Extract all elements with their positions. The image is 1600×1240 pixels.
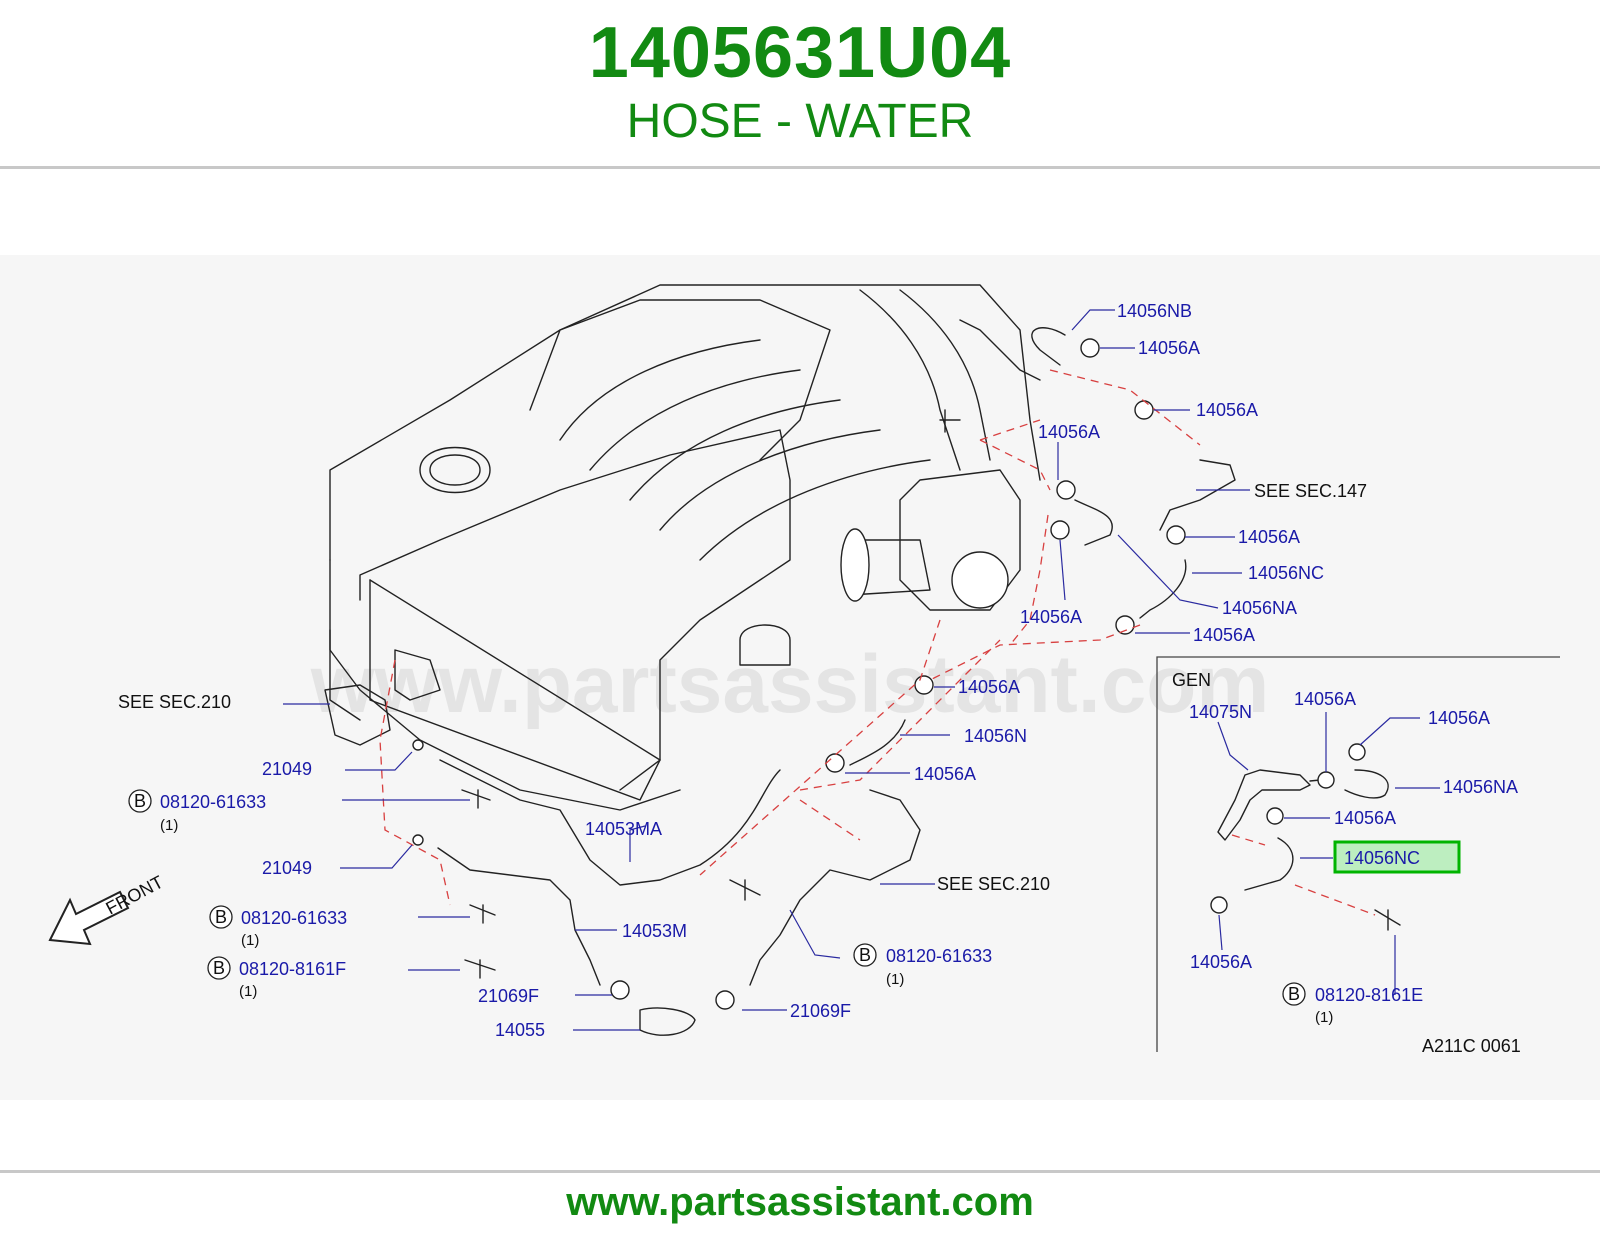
hose-clamps xyxy=(412,338,1186,1010)
callout-21049[interactable]: 21049 xyxy=(262,759,312,779)
bolt-mark: B xyxy=(859,945,871,965)
callout-14056NA[interactable]: 14056NA xyxy=(1443,777,1518,797)
see-sec-210-label: SEE SEC.210 xyxy=(118,692,231,712)
callout-14056N[interactable]: 14056N xyxy=(964,726,1027,746)
bolt-callout-5[interactable]: B 08120-8161E (1) xyxy=(1282,982,1423,1026)
callout-14056A[interactable]: 14056A xyxy=(1138,338,1200,358)
bolt-mark: B xyxy=(215,907,227,927)
dashed-assembly-lines xyxy=(379,369,1201,906)
callout-14056NA[interactable]: 14056NA xyxy=(1222,598,1297,618)
bolt-mark: B xyxy=(134,791,146,811)
bolt-callout-3[interactable]: B 08120-8161F (1) xyxy=(207,956,346,1000)
see-sec-147-label: SEE SEC.147 xyxy=(1254,481,1367,501)
gen-inset: GEN 14075N 14056A 14056A 14056NA 14056A … xyxy=(1156,656,1560,1056)
header-divider xyxy=(0,166,1600,169)
see-sec-210-label: SEE SEC.210 xyxy=(937,874,1050,894)
callout-14056A[interactable]: 14056A xyxy=(958,677,1020,697)
callout-14055[interactable]: 14055 xyxy=(495,1020,545,1040)
bolt-callout-4[interactable]: B 08120-61633 (1) xyxy=(853,943,992,988)
bolt-part-number: 08120-61633 xyxy=(886,946,992,966)
inset-title: GEN xyxy=(1172,670,1211,690)
callout-14056A[interactable]: 14056A xyxy=(1038,422,1100,442)
callout-14056A[interactable]: 14056A xyxy=(1238,527,1300,547)
callout-14056A[interactable]: 14056A xyxy=(1193,625,1255,645)
leader-lines xyxy=(283,309,1250,1031)
bolt-quantity: (1) xyxy=(160,817,178,834)
bolt-callout-1[interactable]: B 08120-61633 (1) xyxy=(128,789,266,834)
bolt-mark: B xyxy=(1288,984,1300,1004)
callout-14056A[interactable]: 14056A xyxy=(1428,708,1490,728)
bolt-part-number: 08120-8161E xyxy=(1315,985,1423,1005)
bolt-quantity: (1) xyxy=(1315,1009,1333,1026)
callout-21049[interactable]: 21049 xyxy=(262,858,312,878)
callout-14056A[interactable]: 14056A xyxy=(1196,400,1258,420)
callout-14053MA[interactable]: 14053MA xyxy=(585,819,662,839)
page-header: 1405631U04 HOSE - WATER xyxy=(0,0,1600,168)
bolt-quantity: (1) xyxy=(886,971,904,988)
part-name-subtitle: HOSE - WATER xyxy=(626,95,974,148)
engine-drawing xyxy=(324,284,1041,811)
bolt-callout-2[interactable]: B 08120-61633 (1) xyxy=(209,905,347,949)
callout-14056NB[interactable]: 14056NB xyxy=(1117,301,1192,321)
bolt-part-number: 08120-61633 xyxy=(160,792,266,812)
callout-14056A[interactable]: 14056A xyxy=(914,764,976,784)
parts-diagram: www.partsassistant.com xyxy=(0,240,1600,1120)
bolt-quantity: (1) xyxy=(241,932,259,949)
callout-14075N[interactable]: 14075N xyxy=(1189,702,1252,722)
callout-14053M[interactable]: 14053M xyxy=(622,921,687,941)
callout-21069F[interactable]: 21069F xyxy=(790,1001,851,1021)
footer-divider xyxy=(0,1170,1600,1173)
footer-url[interactable]: www.partsassistant.com xyxy=(566,1180,1034,1224)
part-number-title: 1405631U04 xyxy=(588,13,1012,93)
bolt-quantity: (1) xyxy=(239,983,257,1000)
bolt-part-number: 08120-8161F xyxy=(239,959,346,979)
callout-14056A[interactable]: 14056A xyxy=(1294,689,1356,709)
bolt-mark: B xyxy=(213,958,225,978)
callout-14056A[interactable]: 14056A xyxy=(1020,607,1082,627)
highlight-box xyxy=(1333,840,1461,874)
callout-14056NC-highlighted[interactable]: 14056NC xyxy=(1344,848,1420,868)
hoses-and-pipes xyxy=(437,327,1236,1036)
callout-21069F[interactable]: 21069F xyxy=(478,986,539,1006)
callout-14056A[interactable]: 14056A xyxy=(1190,952,1252,972)
figure-code: A211C 0061 xyxy=(1422,1036,1521,1056)
parts-diagram-svg: www.partsassistant.com xyxy=(0,255,1600,1100)
callout-14056NC[interactable]: 14056NC xyxy=(1248,563,1324,583)
bolt-part-number: 08120-61633 xyxy=(241,908,347,928)
diagram-background xyxy=(0,255,1600,1100)
callout-14056A[interactable]: 14056A xyxy=(1334,808,1396,828)
